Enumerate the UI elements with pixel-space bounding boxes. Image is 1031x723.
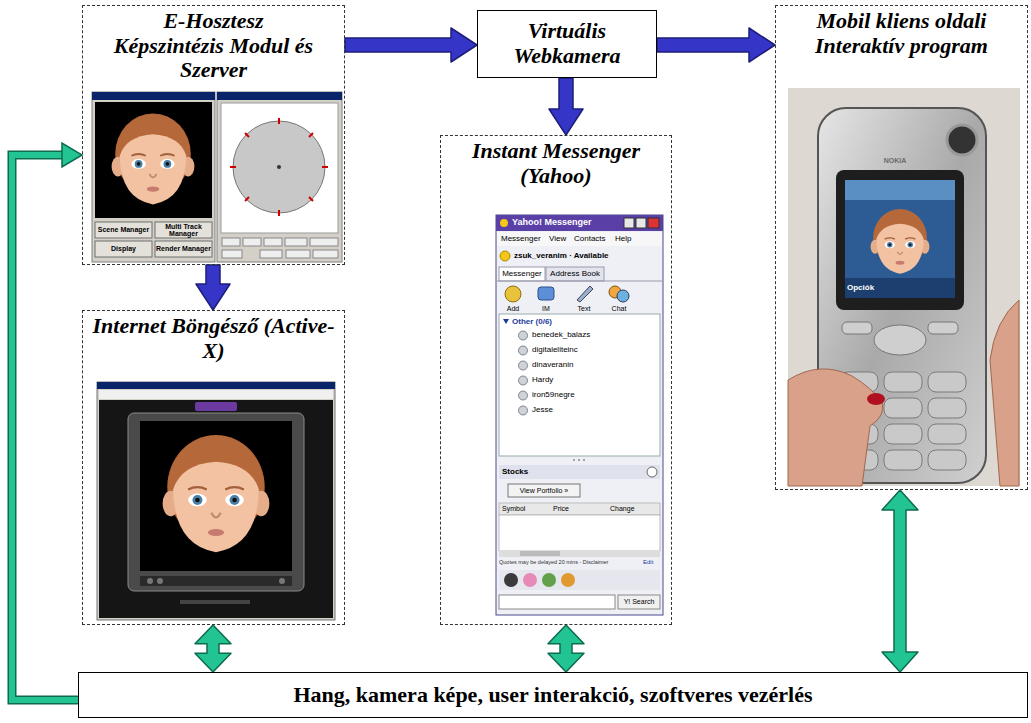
connector-outline <box>12 155 78 700</box>
process-box: Hang, kamera képe, user interakció, szof… <box>78 672 1028 718</box>
block-arrow <box>657 28 775 62</box>
contact-name: benedek_balazs <box>532 330 652 341</box>
toolbar-label: Chat <box>606 304 632 313</box>
feedback-arrow <box>882 490 918 672</box>
panel-title: Stocks <box>502 467 552 478</box>
tab-label: Address Book <box>547 269 603 280</box>
toolbar-label: Text <box>571 304 597 313</box>
block-arrow <box>196 265 230 310</box>
arrow-shape <box>345 28 477 62</box>
note-text: Quotes may be delayed 20 mins - Disclaim… <box>499 558 641 567</box>
menu-item: View <box>549 234 573 245</box>
feedback-arrow <box>195 625 231 672</box>
arrow-shape <box>657 28 775 62</box>
block-arrow <box>549 78 583 135</box>
button-label: Y! Search <box>618 595 660 609</box>
dashed-group-box: E-Hosztesz Képszintézis Modul és Szerver <box>82 5 345 265</box>
menu-item: Messenger <box>501 234 547 245</box>
yahoo-messenger-screenshot <box>496 215 663 615</box>
softkey-label: Opciók <box>847 280 907 296</box>
node-title: Instant Messenger (Yahoo) <box>448 139 664 188</box>
dashed-group-box: Mobil kliens oldali Interaktív program <box>775 5 1028 490</box>
mobile-phone-photo <box>788 88 1020 486</box>
group-name: Other (0/6) <box>512 317 592 328</box>
table-header: Symbol <box>502 504 542 514</box>
button-label: Multi Track Manager <box>155 222 212 238</box>
menu-item: Help <box>615 234 639 245</box>
process-box: Virtuális Webkamera <box>477 10 657 78</box>
feedback-arrow <box>548 625 584 672</box>
button-label: View Portfolio » <box>508 484 580 497</box>
brand-text: NOKIA <box>870 156 920 166</box>
feedback-arrow <box>12 143 82 700</box>
table-header: Price <box>553 504 583 514</box>
node-title: Virtuális Webkamera <box>486 19 648 68</box>
block-arrow <box>345 28 477 62</box>
browser-screenshot <box>97 382 335 620</box>
contact-name: Hardy <box>532 375 652 386</box>
table-header: Change <box>610 504 650 514</box>
arrow-shape <box>196 265 230 310</box>
arrow-shape <box>882 490 918 672</box>
dashed-group-box: Instant Messenger (Yahoo) <box>440 135 672 625</box>
button-label: Display <box>95 241 152 257</box>
button-label: Scene Manager <box>95 222 152 238</box>
link-text: Edit <box>643 558 661 567</box>
status-text: zsuk_veranim · Available <box>514 250 660 262</box>
contact-name: digitaleliteinc <box>532 345 652 356</box>
node-title: Hang, kamera képe, user interakció, szof… <box>293 683 812 708</box>
arrow-shape <box>548 625 584 672</box>
node-title: E-Hosztesz Képszintézis Modul és Szerver <box>106 9 321 83</box>
arrow-shape <box>195 625 231 672</box>
tab-label: Messenger <box>500 269 544 280</box>
dashed-group-box: Internet Böngésző (Active-X) <box>82 310 345 625</box>
toolbar-label: IM <box>533 304 559 313</box>
e-hosztesz-screenshot <box>92 92 342 262</box>
toolbar-label: Add <box>500 304 526 313</box>
contact-name: dinaveranin <box>532 360 652 371</box>
contact-name: iron59negre <box>532 390 652 401</box>
arrow-shape <box>549 78 583 135</box>
menu-item: Contacts <box>574 234 614 245</box>
button-label: Render Manager <box>155 241 212 257</box>
contact-name: Jesse <box>532 405 652 416</box>
window-title: Yahoo! Messenger <box>512 216 620 230</box>
connector-line <box>12 155 78 700</box>
node-title: Internet Böngésző (Active-X) <box>90 314 337 363</box>
node-title: Mobil kliens oldali Interaktív program <box>783 9 1020 58</box>
arrow-head <box>62 143 82 167</box>
